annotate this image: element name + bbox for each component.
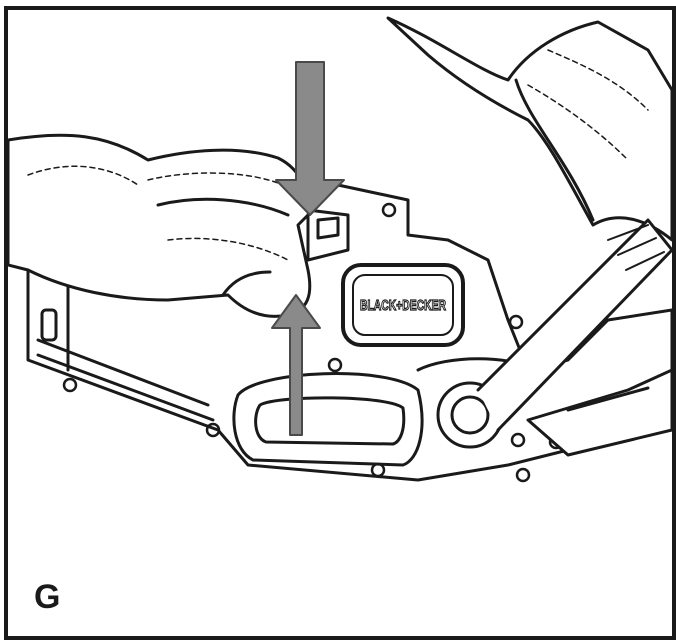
figure-label: G <box>34 578 61 616</box>
down-arrow-icon <box>275 61 345 216</box>
rotating-head <box>436 218 672 457</box>
screws <box>62 202 564 483</box>
up-arrow-icon <box>271 294 321 436</box>
left-gloved-hand <box>8 133 312 318</box>
logo-text: BLACK+DECKER <box>360 297 446 314</box>
hedge-trimmer-illustration: BLACK+DECKER <box>8 16 672 483</box>
right-gloved-hand <box>386 16 672 242</box>
brand-logo <box>341 263 465 347</box>
figure-frame: BLACK+DECKER G <box>4 6 676 640</box>
